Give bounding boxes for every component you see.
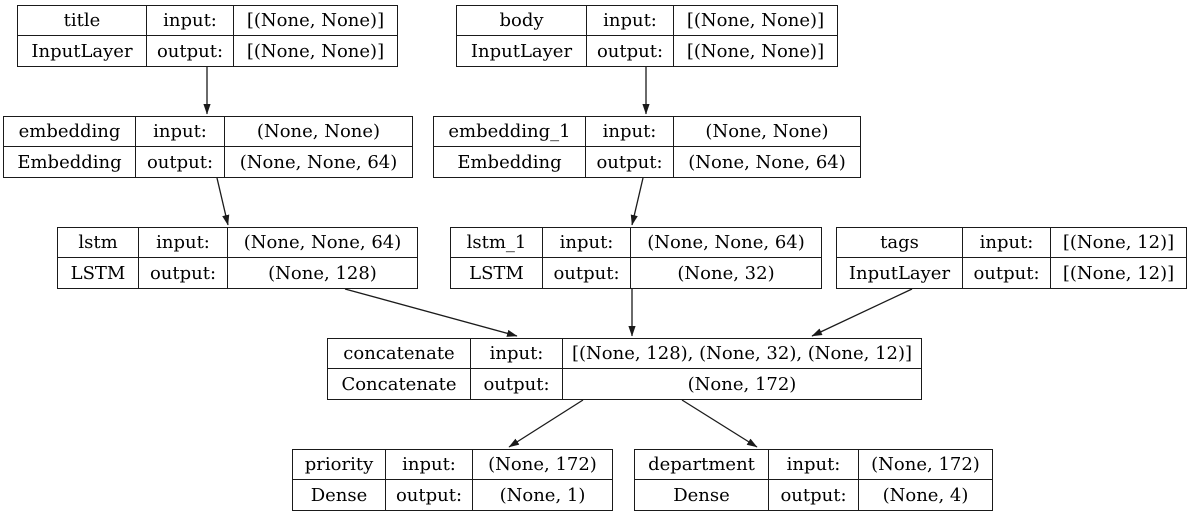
- input-shape: [(None, 12)]: [1051, 228, 1186, 258]
- input-shape: (None, None, 64): [631, 228, 821, 258]
- input-shape: (None, None): [225, 117, 412, 147]
- output-shape: (None, 172): [687, 373, 797, 395]
- edge-embedding_1-lstm_1: [630, 177, 644, 226]
- output-shape: [(None, 12)]: [1062, 262, 1175, 284]
- output-label: output:: [543, 258, 631, 288]
- layer-type: InputLayer: [837, 258, 963, 288]
- layer-type: Embedding: [4, 147, 136, 177]
- input-shape: (None, 172): [859, 450, 992, 480]
- node-body: body input: [(None, None)] InputLayer ou…: [456, 5, 838, 67]
- output-shape: (None, 128): [268, 262, 377, 284]
- input-label: input:: [136, 117, 225, 147]
- input-shape: [(None, 128), (None, 32), (None, 12)]: [563, 339, 921, 369]
- layer-type: Concatenate: [328, 369, 471, 399]
- layer-type: InputLayer: [18, 36, 147, 66]
- output-label: output:: [139, 258, 228, 288]
- node-concatenate: concatenate input: [(None, 128), (None, …: [327, 338, 922, 400]
- layer-name: lstm: [58, 228, 139, 258]
- output-label: output:: [769, 480, 859, 510]
- input-shape: (None, None): [674, 117, 860, 147]
- input-label: input:: [586, 117, 674, 147]
- input-label: input:: [543, 228, 631, 258]
- output-label: output:: [147, 36, 234, 66]
- output-label: output:: [471, 369, 563, 399]
- output-label: output:: [386, 480, 473, 510]
- output-shape: (None, None, 64): [239, 151, 398, 173]
- node-embedding_1: embedding_1 input: (None, None) Embeddin…: [433, 116, 861, 178]
- layer-type: Dense: [293, 480, 386, 510]
- node-tags: tags input: [(None, 12)] InputLayer outp…: [836, 227, 1187, 289]
- layer-type: InputLayer: [457, 36, 587, 66]
- input-label: input:: [587, 6, 674, 36]
- layer-name: department: [635, 450, 769, 480]
- input-shape: [(None, None)]: [234, 6, 397, 36]
- node-priority: priority input: (None, 172) Dense output…: [292, 449, 613, 511]
- layer-name: lstm_1: [451, 228, 543, 258]
- edge-tags-concatenate: [811, 288, 913, 337]
- input-label: input:: [471, 339, 563, 369]
- node-lstm_1: lstm_1 input: (None, None, 64) LSTM outp…: [450, 227, 822, 289]
- layer-name: tags: [837, 228, 963, 258]
- input-label: input:: [769, 450, 859, 480]
- output-label: output:: [587, 36, 674, 66]
- output-label: output:: [963, 258, 1051, 288]
- input-shape: (None, None, 64): [228, 228, 417, 258]
- layer-name: title: [18, 6, 147, 36]
- input-shape: (None, 172): [473, 450, 612, 480]
- edge-embedding-lstm: [216, 177, 230, 226]
- input-label: input:: [147, 6, 234, 36]
- output-label: output:: [136, 147, 225, 177]
- output-shape: (None, 4): [882, 484, 969, 506]
- input-label: input:: [139, 228, 228, 258]
- node-lstm: lstm input: (None, None, 64) LSTM output…: [57, 227, 418, 289]
- node-department: department input: (None, 172) Dense outp…: [634, 449, 993, 511]
- output-shape: (None, 1): [499, 484, 586, 506]
- layer-type: Embedding: [434, 147, 586, 177]
- output-shape: (None, 32): [677, 262, 775, 284]
- edge-concatenate-department: [681, 399, 758, 448]
- input-shape: [(None, None)]: [674, 6, 837, 36]
- edge-lstm-concatenate: [344, 288, 518, 337]
- layer-type: LSTM: [58, 258, 139, 288]
- layer-type: LSTM: [451, 258, 543, 288]
- output-shape: (None, None, 64): [688, 151, 846, 173]
- output-label: output:: [586, 147, 674, 177]
- output-shape: [(None, None)]: [246, 40, 385, 62]
- layer-name: embedding: [4, 117, 136, 147]
- layer-type: Dense: [635, 480, 769, 510]
- node-embedding: embedding input: (None, None) Embedding …: [3, 116, 413, 178]
- input-label: input:: [963, 228, 1051, 258]
- input-label: input:: [386, 450, 473, 480]
- output-shape: [(None, None)]: [686, 40, 825, 62]
- layer-name: embedding_1: [434, 117, 586, 147]
- layer-name: body: [457, 6, 587, 36]
- node-title: title input: [(None, None)] InputLayer o…: [17, 5, 398, 67]
- layer-name: concatenate: [328, 339, 471, 369]
- layer-name: priority: [293, 450, 386, 480]
- edge-concatenate-priority: [508, 399, 584, 448]
